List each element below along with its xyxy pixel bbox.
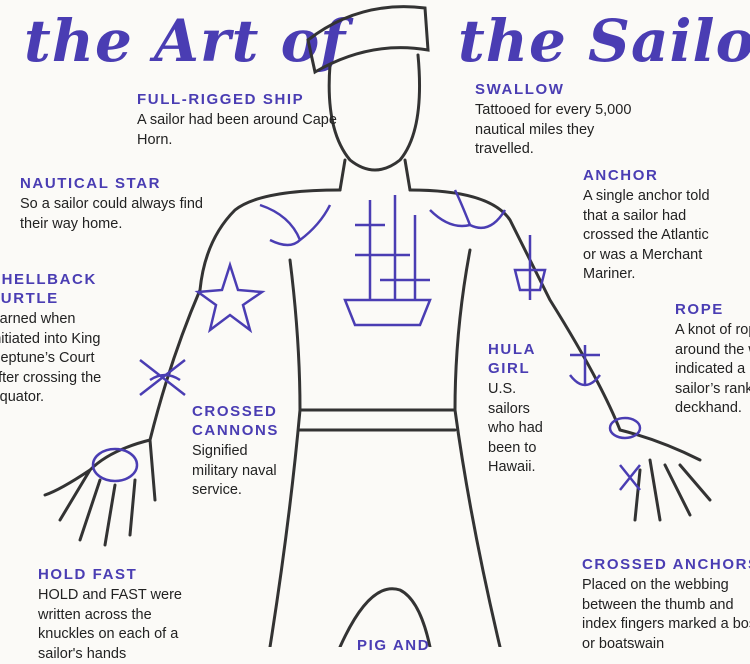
cannons-icon [139, 359, 186, 396]
turtle-icon [91, 447, 139, 483]
label-text: U.S. sailors who had been to Hawaii. [488, 381, 543, 475]
label-heading: HULA GIRL [488, 341, 536, 377]
label-hold-fast: HOLD FAST HOLD and FAST were written acr… [38, 565, 208, 664]
label-swallow: SWALLOW Tattooed for every 5,000 nautica… [475, 80, 655, 160]
label-crossed-anchors: CROSSED ANCHORS Placed on the webbing be… [582, 555, 750, 654]
ship-icon [343, 195, 432, 327]
label-heading: FULL-RIGGED SHIP [137, 91, 305, 108]
nautical-star-icon [194, 260, 266, 334]
crossed-anchors-icon [619, 464, 641, 491]
label-heading: NAUTICAL STAR [20, 175, 162, 192]
label-heading: CROSSED CANNONS [192, 403, 280, 439]
label-anchor: ANCHOR A single anchor told that a sailo… [583, 166, 723, 285]
swallow-right-icon [429, 189, 507, 230]
label-crossed-cannons: CROSSED CANNONS Signified military naval… [192, 402, 284, 501]
label-heading: SHELLBACK TURTLE [0, 271, 97, 307]
label-nautical-star: NAUTICAL STAR So a sailor could always f… [20, 174, 210, 234]
sailor-head [327, 53, 421, 172]
sailor-illustration [43, 5, 712, 647]
sailor-body-sides [288, 248, 472, 412]
label-text: Placed on the webbing between the thumb … [582, 577, 750, 652]
label-rope: ROPE A knot of rope around the wrist ind… [675, 300, 750, 419]
title-right: the Sailor [458, 7, 750, 75]
sailor-hat [306, 5, 430, 75]
rope-icon [608, 416, 642, 440]
hula-girl-icon [513, 235, 547, 300]
label-heading: ANCHOR [583, 167, 659, 184]
label-text: Tattooed for every 5,000 nautical miles … [475, 102, 632, 157]
label-heading: ROPE [675, 301, 724, 318]
sailor-pants [268, 408, 502, 647]
label-text: Signified military naval service. [192, 443, 277, 498]
right-hand [618, 428, 712, 522]
label-hula-girl: HULA GIRL U.S. sailors who had been to H… [488, 340, 560, 478]
label-text: A knot of rope around the wrist indicate… [675, 322, 750, 416]
sailor-crotch [338, 587, 432, 647]
sailor-neck [338, 158, 412, 192]
title-left: the Art of [24, 7, 347, 75]
swallow-left-icon [259, 203, 332, 247]
label-text: HOLD and FAST were written across the kn… [38, 587, 182, 662]
label-heading: CROSSED ANCHORS [582, 556, 750, 573]
label-full-rigged-ship: FULL-RIGGED SHIP A sailor had been aroun… [137, 90, 347, 150]
anchor-icon [569, 345, 601, 387]
label-text: A sailor had been around Cape Horn. [137, 112, 337, 148]
label-text: So a sailor could always find their way … [20, 196, 203, 232]
left-hand [43, 438, 157, 547]
label-heading: HOLD FAST [38, 566, 138, 583]
label-heading: PIG AND [357, 637, 431, 654]
label-heading: SWALLOW [475, 81, 565, 98]
label-text: A single anchor told that a sailor had c… [583, 188, 710, 282]
